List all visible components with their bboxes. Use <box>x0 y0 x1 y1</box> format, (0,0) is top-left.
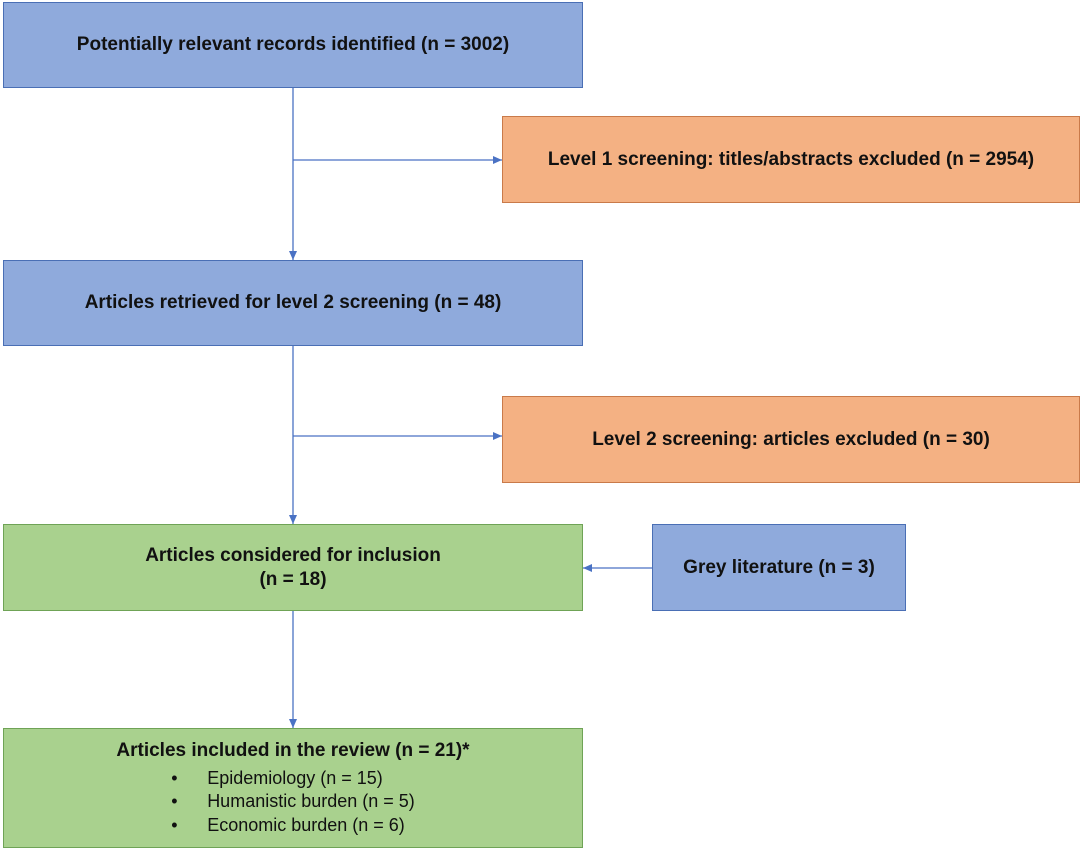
considered-box: Articles considered for inclusion (n = 1… <box>3 524 583 611</box>
grey-literature-box: Grey literature (n = 3) <box>652 524 906 611</box>
retrieved-text: Articles retrieved for level 2 screening… <box>84 292 502 314</box>
level2-excluded-box: Level 2 screening: articles excluded (n … <box>502 396 1080 483</box>
level1-excluded-box: Level 1 screening: titles/abstracts excl… <box>502 116 1080 203</box>
considered-line1: Articles considered for inclusion <box>145 544 441 566</box>
identified-text: Potentially relevant records identified … <box>76 34 510 56</box>
identified-box: Potentially relevant records identified … <box>3 2 583 88</box>
retrieved-box: Articles retrieved for level 2 screening… <box>3 260 583 346</box>
list-item: Humanistic burden (n = 5) <box>171 790 415 814</box>
list-item: Economic burden (n = 6) <box>171 814 415 838</box>
list-item: Epidemiology (n = 15) <box>171 767 415 791</box>
level1-excluded-text: Level 1 screening: titles/abstracts excl… <box>547 148 1035 170</box>
included-box: Articles included in the review (n = 21)… <box>3 728 583 848</box>
included-breakdown-list: Epidemiology (n = 15) Humanistic burden … <box>171 767 415 838</box>
level2-excluded-text: Level 2 screening: articles excluded (n … <box>592 428 990 450</box>
grey-literature-text: Grey literature (n = 3) <box>683 556 875 578</box>
included-title: Articles included in the review (n = 21)… <box>116 740 470 762</box>
considered-line2: (n = 18) <box>259 568 327 590</box>
